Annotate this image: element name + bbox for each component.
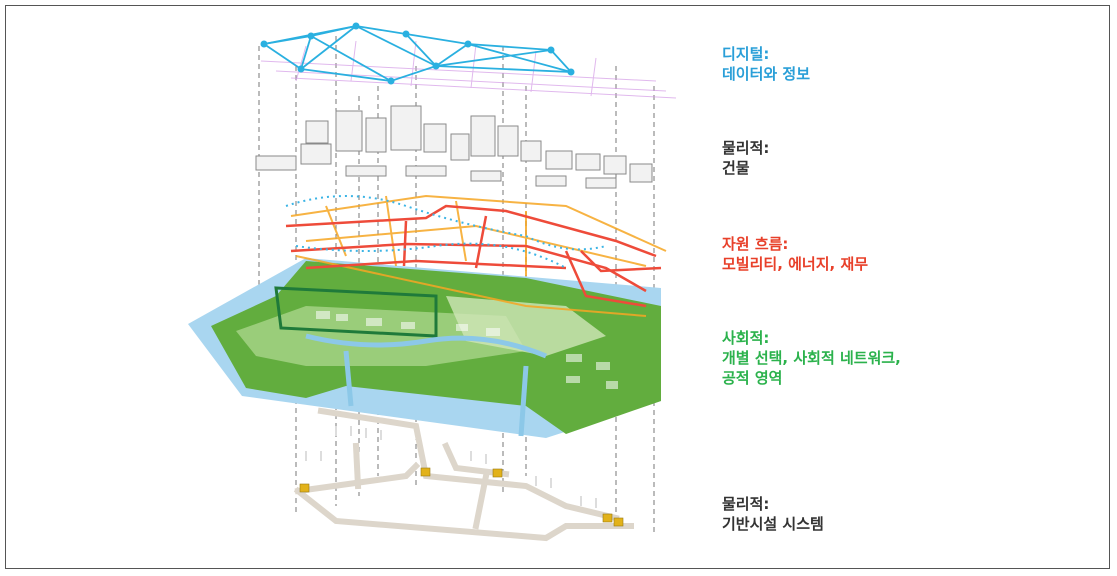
label-digital-title: 디지털:: [722, 45, 770, 63]
label-resource-title: 자원 흐름:: [722, 235, 789, 253]
label-social-title: 사회적:: [722, 329, 770, 347]
social-ground-layer: [188, 258, 661, 438]
label-infrastructure-line: 기반시설 시스템: [722, 515, 824, 533]
digital-network-layer: [260, 22, 677, 99]
dotted-flow: [285, 195, 607, 251]
label-buildings: 물리적: 건물: [722, 138, 769, 178]
label-digital: 디지털: 데이터와 정보: [722, 44, 810, 84]
label-social-line-1: 개별 선택, 사회적 네트워크,: [722, 349, 901, 367]
canal: [305, 333, 547, 359]
label-buildings-line: 건물: [722, 159, 750, 177]
label-resource: 자원 흐름: 모빌리티, 에너지, 재무: [722, 234, 868, 274]
buildings-layer: [255, 105, 653, 189]
label-digital-line: 데이터와 정보: [722, 65, 811, 83]
label-infrastructure: 물리적: 기반시설 시스템: [722, 494, 824, 534]
figure-frame: 디지털: 데이터와 정보 물리적: 건물 자원 흐름: 모빌리티, 에너지, 재…: [5, 5, 1110, 569]
layered-city-diagram: [188, 22, 677, 542]
label-social: 사회적: 개별 선택, 사회적 네트워크, 공적 영역: [722, 328, 901, 388]
label-resource-line: 모빌리티, 에너지, 재무: [722, 255, 869, 273]
river-east: [518, 365, 529, 437]
label-buildings-title: 물리적:: [722, 139, 770, 157]
infrastructure-layer: [293, 407, 634, 542]
green-corridor: [274, 286, 438, 338]
label-infrastructure-title: 물리적:: [722, 495, 770, 513]
light-land: [236, 306, 526, 366]
river-south: [343, 350, 354, 407]
label-social-line-2: 공적 영역: [722, 369, 783, 387]
resource-flow-layer: [285, 194, 667, 317]
